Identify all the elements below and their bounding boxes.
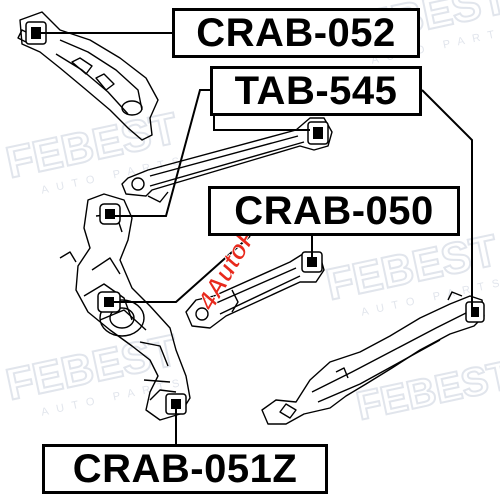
part-label-crab-051z: CRAB-051Z <box>42 444 328 494</box>
part-label-crab-050: CRAB-050 <box>208 186 460 236</box>
watermark-brand-text: FEBEST <box>353 353 500 429</box>
lower-link-part <box>185 251 325 329</box>
bushing-tab545 <box>307 121 329 145</box>
leader-lines <box>38 32 473 444</box>
leader-tab545-right <box>421 89 473 312</box>
bushing-knuckle-upper <box>99 203 121 225</box>
febest-watermark-bottom-left: FEBEST AUTO PARTS <box>1 325 189 419</box>
part-label-crab-052: CRAB-052 <box>172 8 420 58</box>
leader-crab050-left <box>108 235 251 303</box>
part-label-tab-545: TAB-545 <box>210 66 422 116</box>
upper-arm-part <box>17 11 159 141</box>
bushing-trailing-arm <box>465 301 485 323</box>
leader-tab545-left <box>110 89 210 217</box>
leader-tab545-top <box>213 116 310 131</box>
febest-watermark-bottom-right: FEBEST <box>352 352 500 430</box>
